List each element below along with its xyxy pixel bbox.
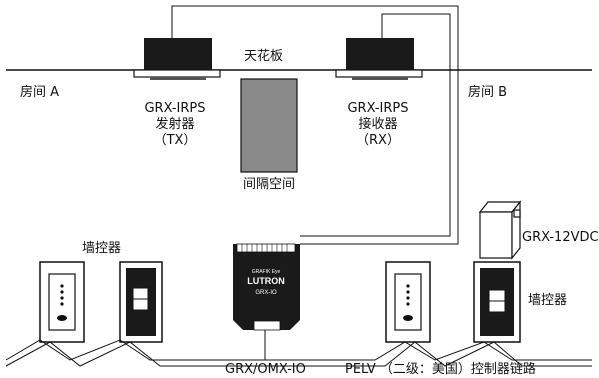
module-brand: LUTRON <box>247 276 285 286</box>
wall-control-keypad-right <box>473 261 521 343</box>
partition-space <box>240 78 298 173</box>
module-model: GRX-IO <box>255 290 277 296</box>
transmitter-sensor <box>133 38 221 80</box>
sensor-wiring <box>171 5 459 245</box>
receiver-sensor <box>335 38 423 80</box>
receiver-to-module-wire <box>171 5 459 245</box>
wall-control-keypad-left <box>119 261 163 343</box>
grx-io-module: GRAFIK Eye LUTRON GRX-IO <box>233 243 300 331</box>
wall-control-right-label: 墙控器 <box>528 293 568 308</box>
transmitter-model-label: GRX-IRPS <box>144 101 206 116</box>
control-link-wiring <box>5 330 592 367</box>
partition-label: 间隔空间 <box>242 177 295 192</box>
room-b-label: 房间 B <box>468 85 508 100</box>
receiver-name-label: 接收器 <box>358 117 398 132</box>
interface-label: GRX/OMX-IO <box>225 362 306 377</box>
wall-control-left-label: 墙控器 <box>82 241 122 256</box>
receiver-model-label: GRX-IRPS <box>347 101 409 116</box>
wall-control-dimmer-left <box>39 261 85 343</box>
transmitter-name-label: 发射器 <box>155 117 195 132</box>
transmitter-to-module-wire <box>300 13 451 237</box>
power-supply-label: GRX-12VDC <box>522 230 599 245</box>
wall-control-dimmer-right <box>385 261 431 343</box>
transmitter-code-label: （TX） <box>153 133 197 148</box>
control-link-label: PELV （二级：美国）控制器链路 <box>345 362 536 377</box>
power-supply <box>478 200 522 260</box>
ceiling-label: 天花板 <box>244 49 284 64</box>
module-brand-small: GRAFIK Eye <box>252 269 281 275</box>
room-a-label: 房间 A <box>20 85 60 100</box>
receiver-code-label: （RX） <box>356 133 400 148</box>
